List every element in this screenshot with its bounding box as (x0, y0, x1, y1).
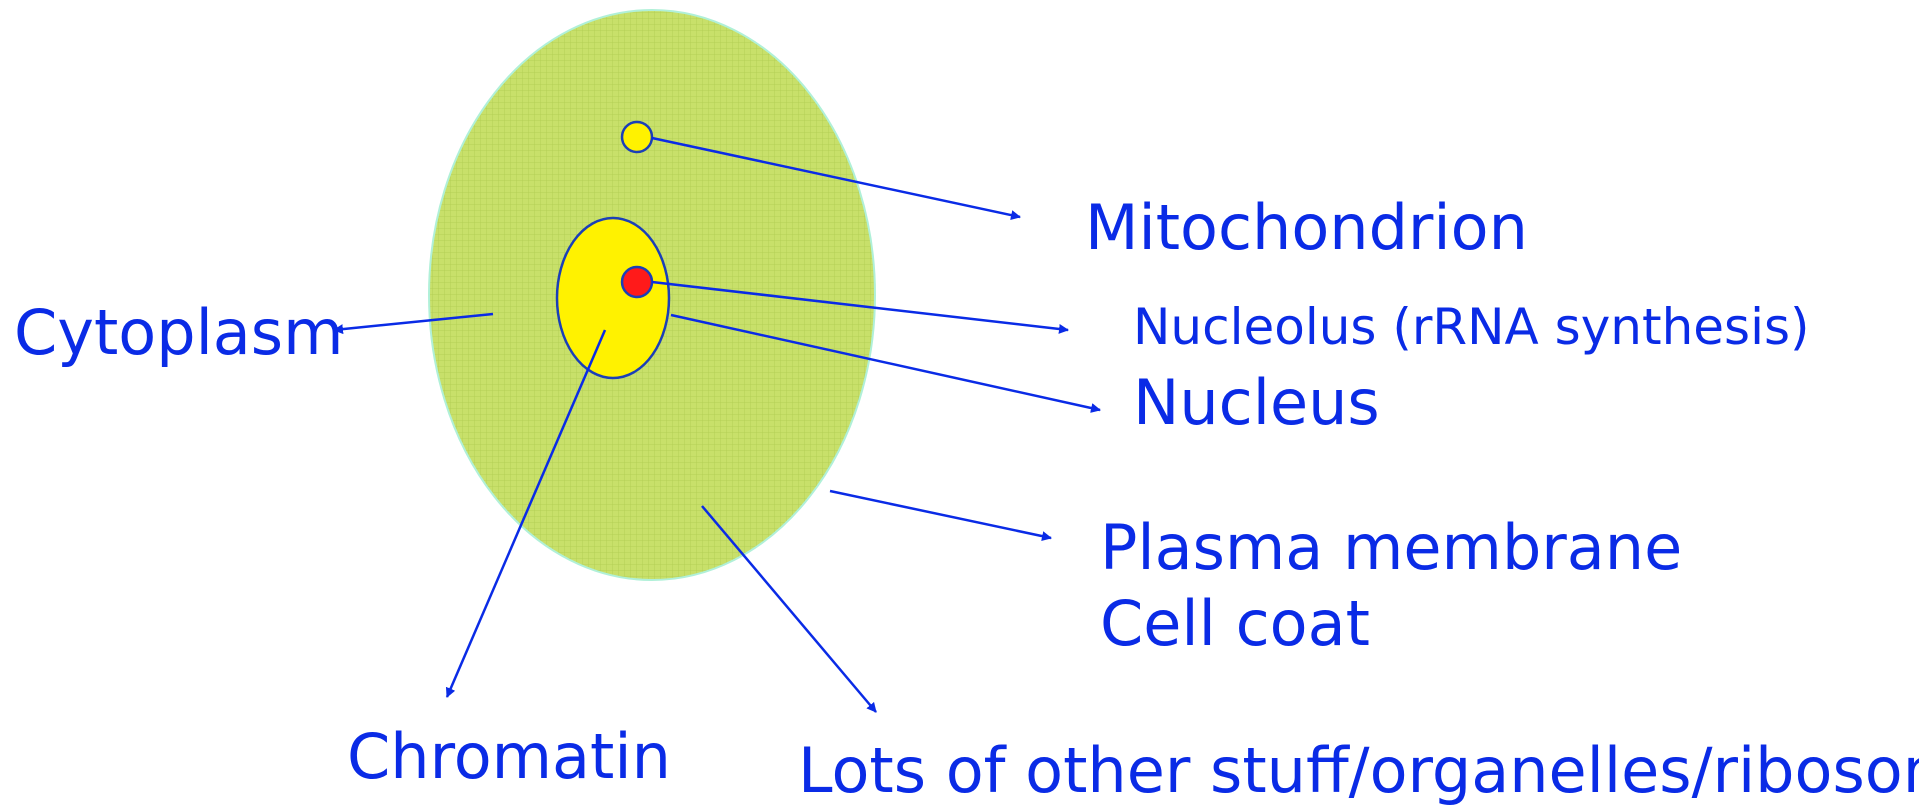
label-cytoplasm: Cytoplasm (14, 302, 344, 364)
label-mitochondrion: Mitochondrion (1085, 197, 1528, 259)
label-nucleus: Nucleus (1133, 372, 1380, 434)
nucleus-shape (557, 218, 669, 378)
label-chromatin: Chromatin (347, 726, 671, 788)
label-other-stuff: Lots of other stuff/organelles/ribosome (798, 740, 1919, 802)
label-nucleolus: Nucleolus (rRNA synthesis) (1133, 302, 1810, 352)
arrow-other-stuff (702, 506, 876, 712)
arrow-plasma-membrane (830, 491, 1051, 538)
mitochondrion-shape (622, 122, 652, 152)
label-plasma-membrane: Plasma membrane (1100, 517, 1682, 579)
nucleolus-shape (622, 267, 652, 297)
label-cell-coat: Cell coat (1100, 593, 1370, 655)
